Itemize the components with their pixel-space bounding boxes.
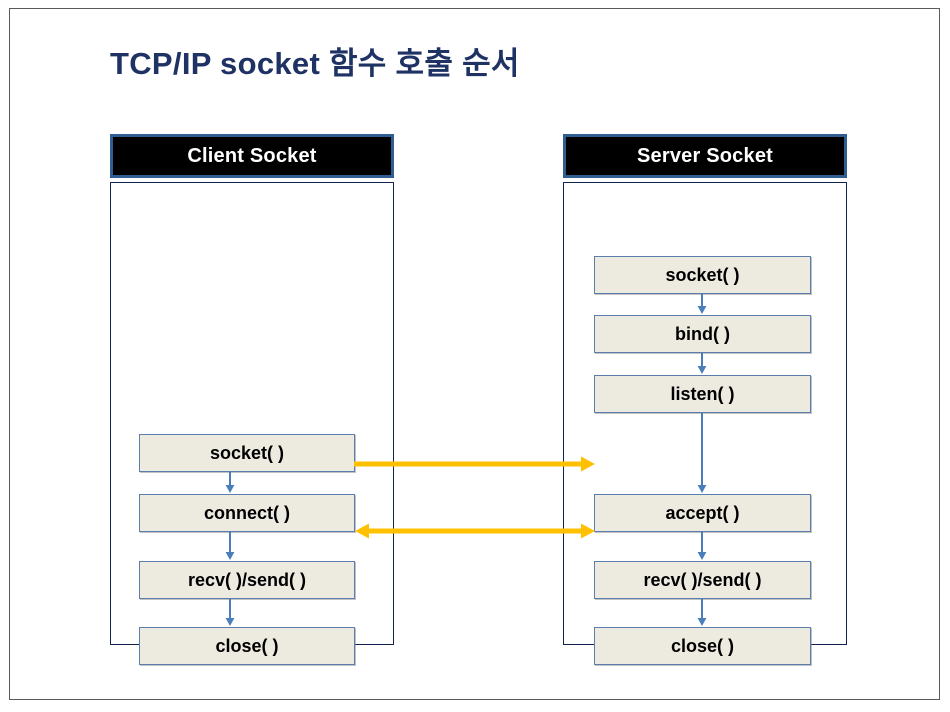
client-step-recv-send-label: recv( )/send( ) <box>187 569 307 590</box>
client-step-socket[interactable]: socket( ) <box>139 434 355 472</box>
client-step-connect-label: connect( ) <box>203 502 290 523</box>
server-step-accept[interactable]: accept( ) <box>594 494 811 532</box>
server-socket-header: Server Socket <box>563 134 847 178</box>
server-step-accept-label: accept( ) <box>665 502 740 523</box>
server-arrow-socket-to-bind <box>695 294 709 315</box>
client-step-close[interactable]: close( ) <box>139 627 355 665</box>
client-socket-column: Client Socket socket( ) connect( ) <box>110 134 394 665</box>
server-socket-column: Server Socket socket( ) bind( ) <box>563 134 847 665</box>
server-step-bind[interactable]: bind( ) <box>594 315 811 353</box>
server-arrow-listen-to-accept <box>695 413 709 494</box>
server-step-listen[interactable]: listen( ) <box>594 375 811 413</box>
client-socket-header-label: Client Socket <box>187 144 317 167</box>
client-arrow-recvsend-to-close <box>223 599 237 627</box>
client-socket-panel: socket( ) connect( ) recv( )/send( ) <box>110 182 394 665</box>
client-step-recv-send[interactable]: recv( )/send( ) <box>139 561 355 599</box>
client-arrow-socket-to-connect <box>223 472 237 494</box>
server-arrow-recvsend-to-close <box>695 599 709 627</box>
server-step-socket[interactable]: socket( ) <box>594 256 811 294</box>
page-title: TCP/IP socket 함수 호출 순서 <box>110 46 520 81</box>
server-step-recv-send-label: recv( )/send( ) <box>643 569 762 590</box>
client-arrow-connect-to-recvsend <box>223 532 237 561</box>
client-step-socket-label: socket( ) <box>209 442 285 463</box>
server-arrow-accept-to-recvsend <box>695 532 709 561</box>
server-step-bind-label: bind( ) <box>675 323 730 344</box>
server-socket-panel: socket( ) bind( ) listen( ) <box>563 182 847 665</box>
client-socket-header: Client Socket <box>110 134 394 178</box>
server-step-close[interactable]: close( ) <box>594 627 811 665</box>
server-arrow-bind-to-listen <box>695 353 709 375</box>
server-step-recv-send[interactable]: recv( )/send( ) <box>594 561 811 599</box>
server-step-close-label: close( ) <box>670 635 735 656</box>
server-step-socket-label: socket( ) <box>665 264 740 285</box>
client-step-connect[interactable]: connect( ) <box>139 494 355 532</box>
server-socket-header-label: Server Socket <box>636 144 774 167</box>
server-step-listen-label: listen( ) <box>670 383 735 404</box>
client-step-close-label: close( ) <box>215 635 279 656</box>
